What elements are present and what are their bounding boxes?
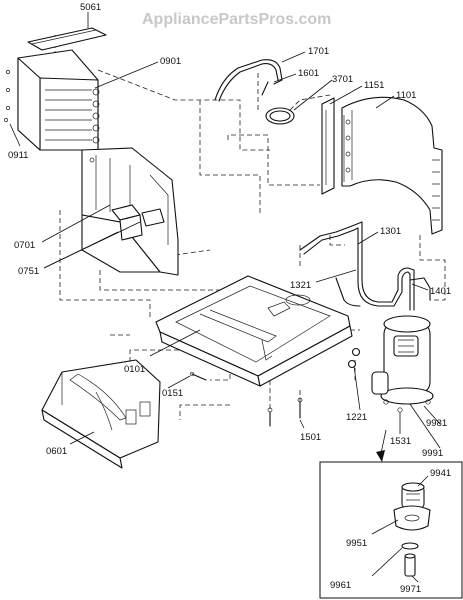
label-0901: 0901 [160, 56, 181, 67]
part-0601-grille-base [41, 359, 161, 469]
part-1221-grommets [347, 347, 361, 369]
label-9981: 9981 [426, 418, 447, 429]
part-0751-brackets [111, 204, 165, 241]
label-1531: 1531 [390, 436, 411, 447]
label-0601: 0601 [46, 446, 67, 457]
part-labels: 5061 0901 0911 1701 1601 3701 1151 1101 … [8, 2, 451, 595]
label-0101: 0101 [124, 364, 145, 375]
label-0911: 0911 [8, 150, 28, 161]
label-1301: 1301 [380, 226, 401, 237]
part-1701-1601-sensor-tube [214, 59, 283, 102]
label-9961: 9961 [330, 580, 351, 591]
label-0151: 0151 [162, 388, 183, 399]
label-1601: 1601 [298, 68, 319, 79]
part-1101-condenser-coil [341, 96, 443, 235]
part-compressor-assembly [371, 315, 434, 413]
inset-detail-box [319, 429, 463, 599]
part-0151-pin [189, 371, 207, 381]
label-9991: 9991 [422, 448, 443, 459]
label-0701: 0701 [14, 240, 35, 251]
part-5061-top-strip [27, 27, 107, 51]
label-3701: 3701 [332, 74, 353, 85]
label-9951: 9951 [346, 538, 367, 549]
label-9941: 9941 [430, 468, 451, 479]
label-1151: 1151 [364, 80, 384, 91]
part-0101-base-pan [155, 275, 353, 387]
part-1151-side-plate [321, 97, 335, 195]
part-0901-evaporator-coil [4, 49, 100, 151]
part-3701-ring [265, 107, 295, 125]
label-1701: 1701 [308, 46, 329, 57]
leader-lines [9, 12, 441, 583]
label-1321: 1321 [290, 280, 311, 291]
part-1501-screws [267, 397, 303, 427]
watermark-text: AppliancePartsPros.com [142, 11, 331, 28]
label-1501: 1501 [300, 432, 321, 443]
label-1101: 1101 [396, 90, 416, 101]
label-5061: 5061 [80, 2, 101, 13]
label-1401: 1401 [430, 286, 451, 297]
part-1301-1321-1401-tubing [299, 221, 431, 311]
label-9971: 9971 [400, 584, 421, 595]
label-0751: 0751 [18, 266, 39, 277]
label-1221: 1221 [346, 412, 367, 423]
